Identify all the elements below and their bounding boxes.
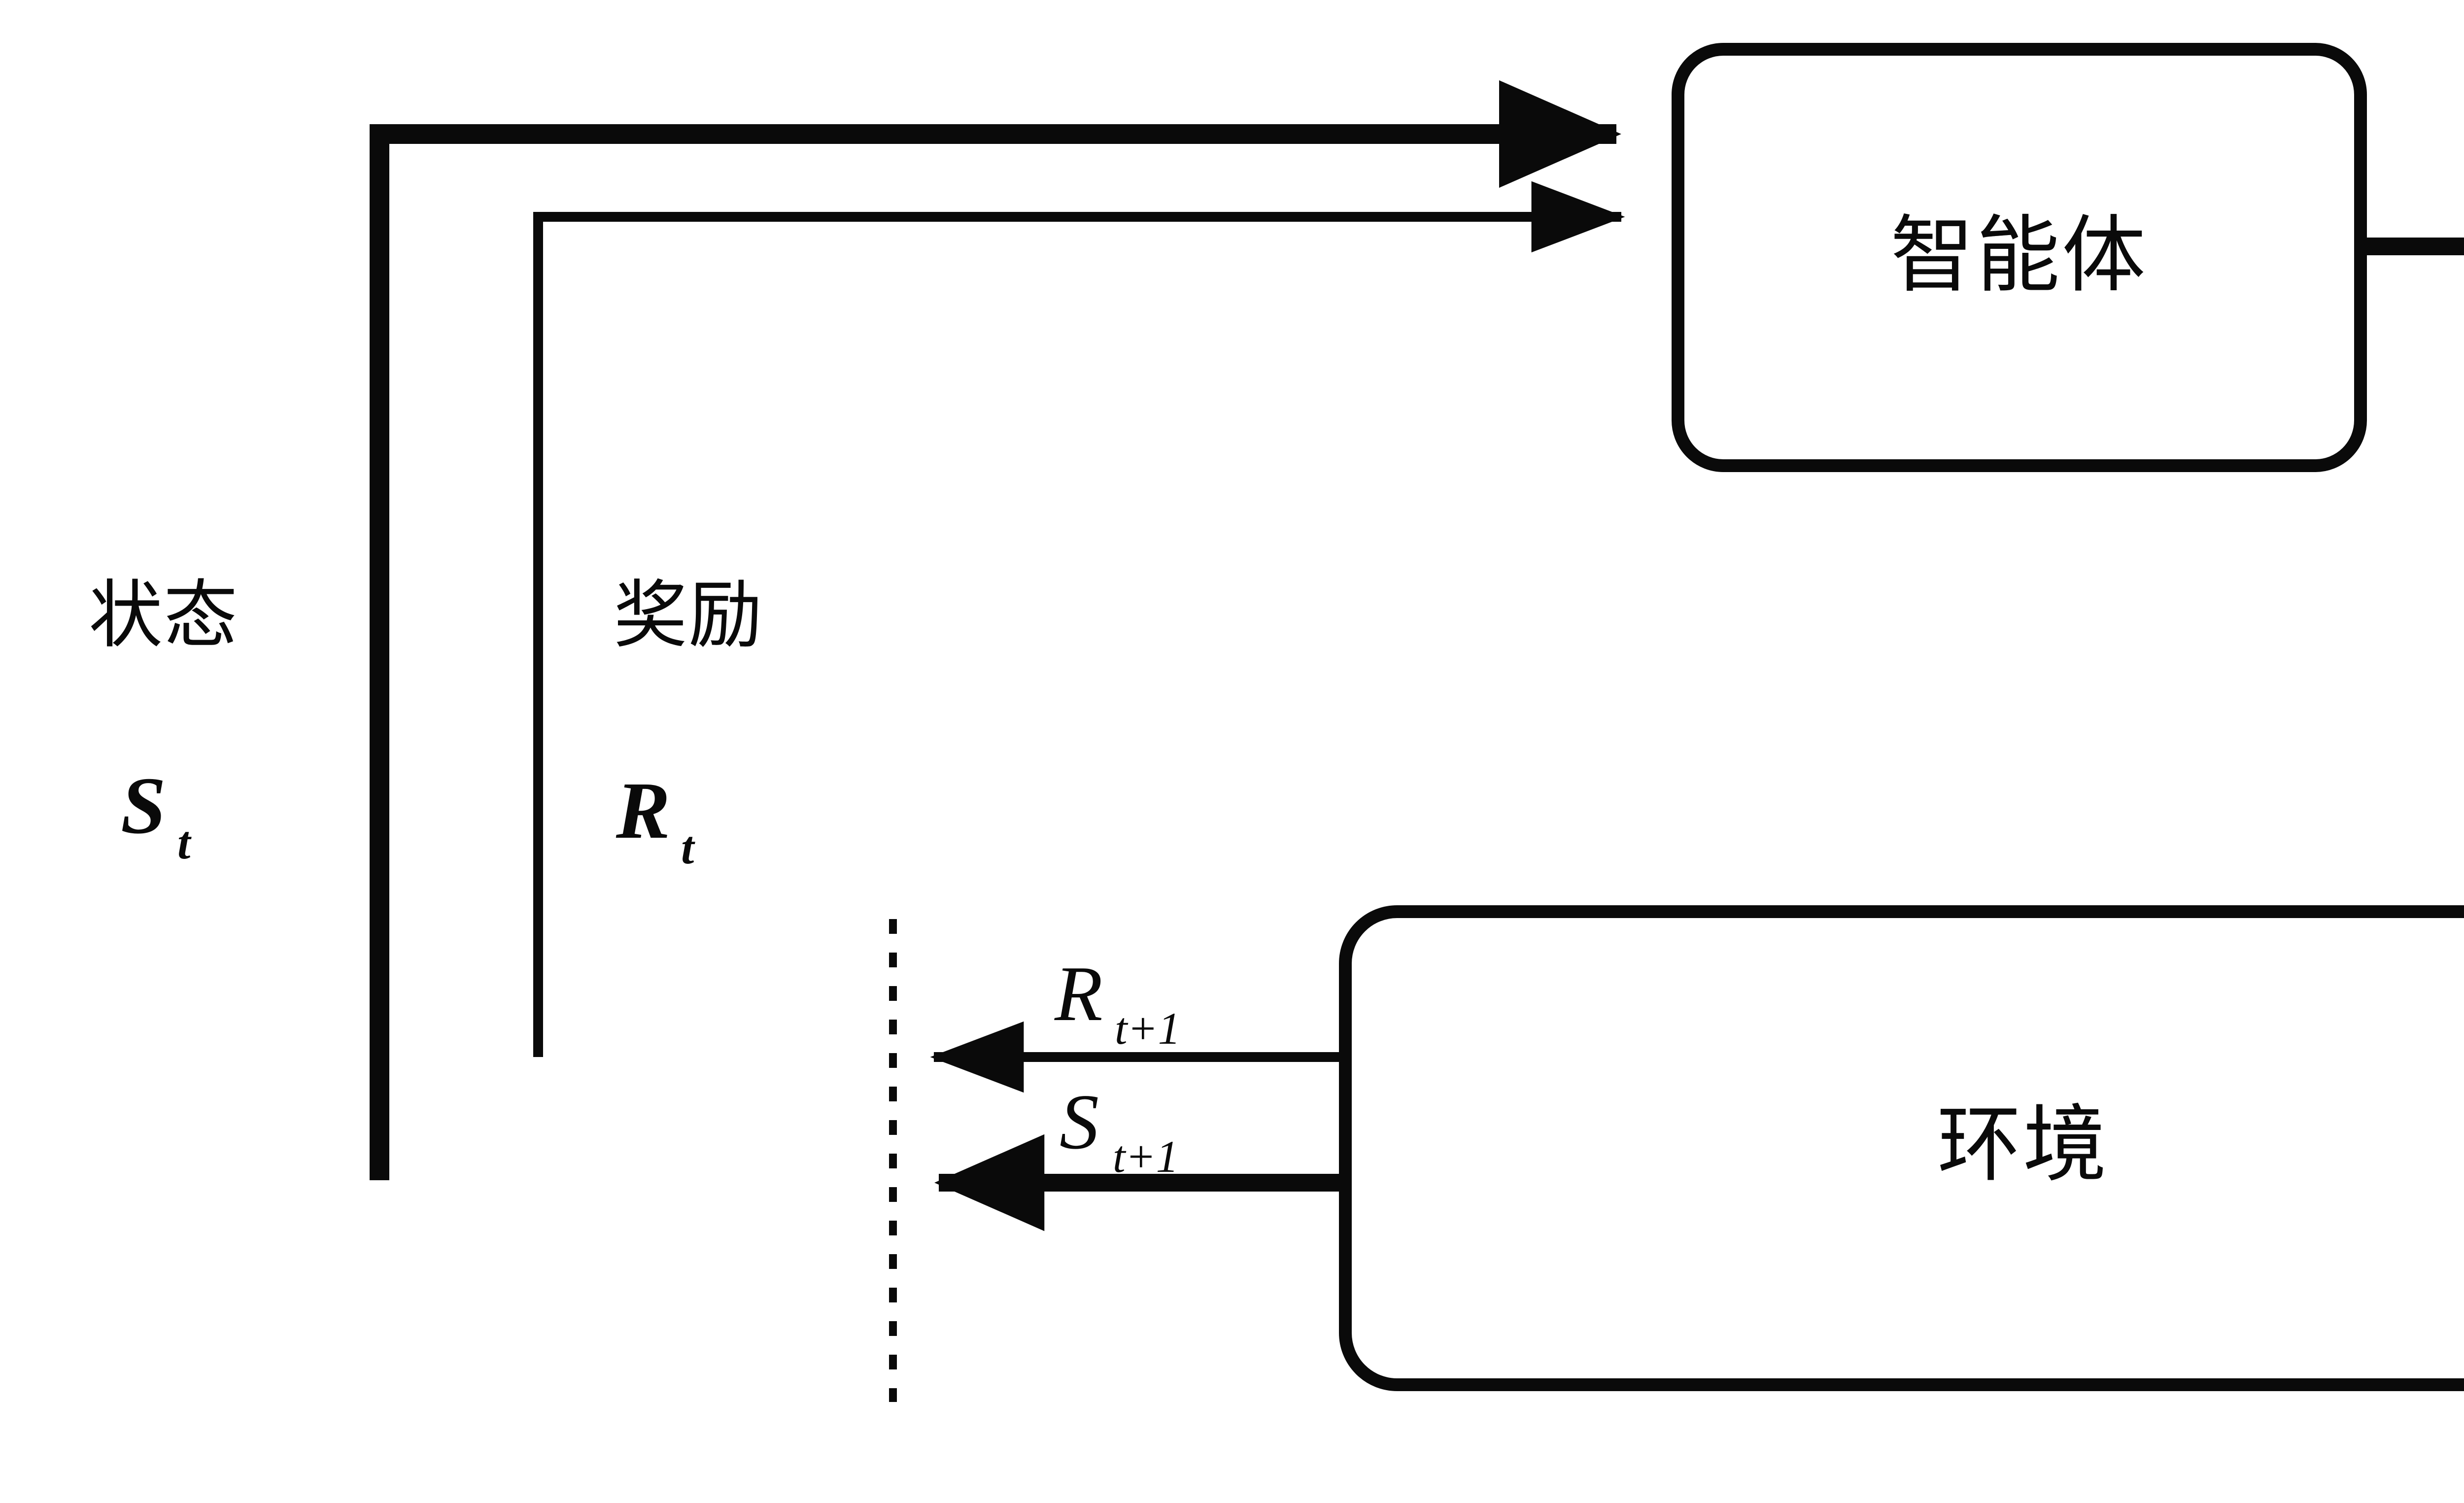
reward-next-symbol: R bbox=[1054, 950, 1103, 1037]
label-reward-next: R t+1 bbox=[1054, 950, 1181, 1054]
environment-box-label: 环境 bbox=[1937, 1096, 2109, 1194]
label-state: 状态 S t bbox=[89, 573, 239, 869]
state-next-subscript: t+1 bbox=[1113, 1131, 1179, 1182]
environment-box-shape bbox=[1339, 905, 2464, 1391]
reward-symbol-subscript: t bbox=[681, 821, 695, 874]
reward-next-subscript: t+1 bbox=[1115, 1003, 1181, 1054]
node-environment[interactable]: 环境 bbox=[1339, 905, 2464, 1391]
state-next-symbol: S bbox=[1060, 1078, 1099, 1165]
node-agent[interactable]: 智能体 bbox=[1672, 43, 2367, 472]
state-symbol-subscript: t bbox=[177, 817, 192, 869]
state-label-cn: 状态 bbox=[89, 573, 239, 658]
reward-symbol: R bbox=[616, 765, 670, 855]
label-state-next: S t+1 bbox=[1060, 1078, 1179, 1182]
edge-reward-to-agent bbox=[533, 181, 1625, 1057]
agent-box-label: 智能体 bbox=[1890, 206, 2148, 304]
reward-label-cn: 奖励 bbox=[614, 573, 763, 658]
label-reward: 奖励 R t bbox=[614, 573, 763, 874]
edge-state-to-agent bbox=[370, 80, 1621, 1180]
agent-box-shape bbox=[1672, 43, 2367, 472]
state-symbol: S bbox=[121, 760, 166, 851]
